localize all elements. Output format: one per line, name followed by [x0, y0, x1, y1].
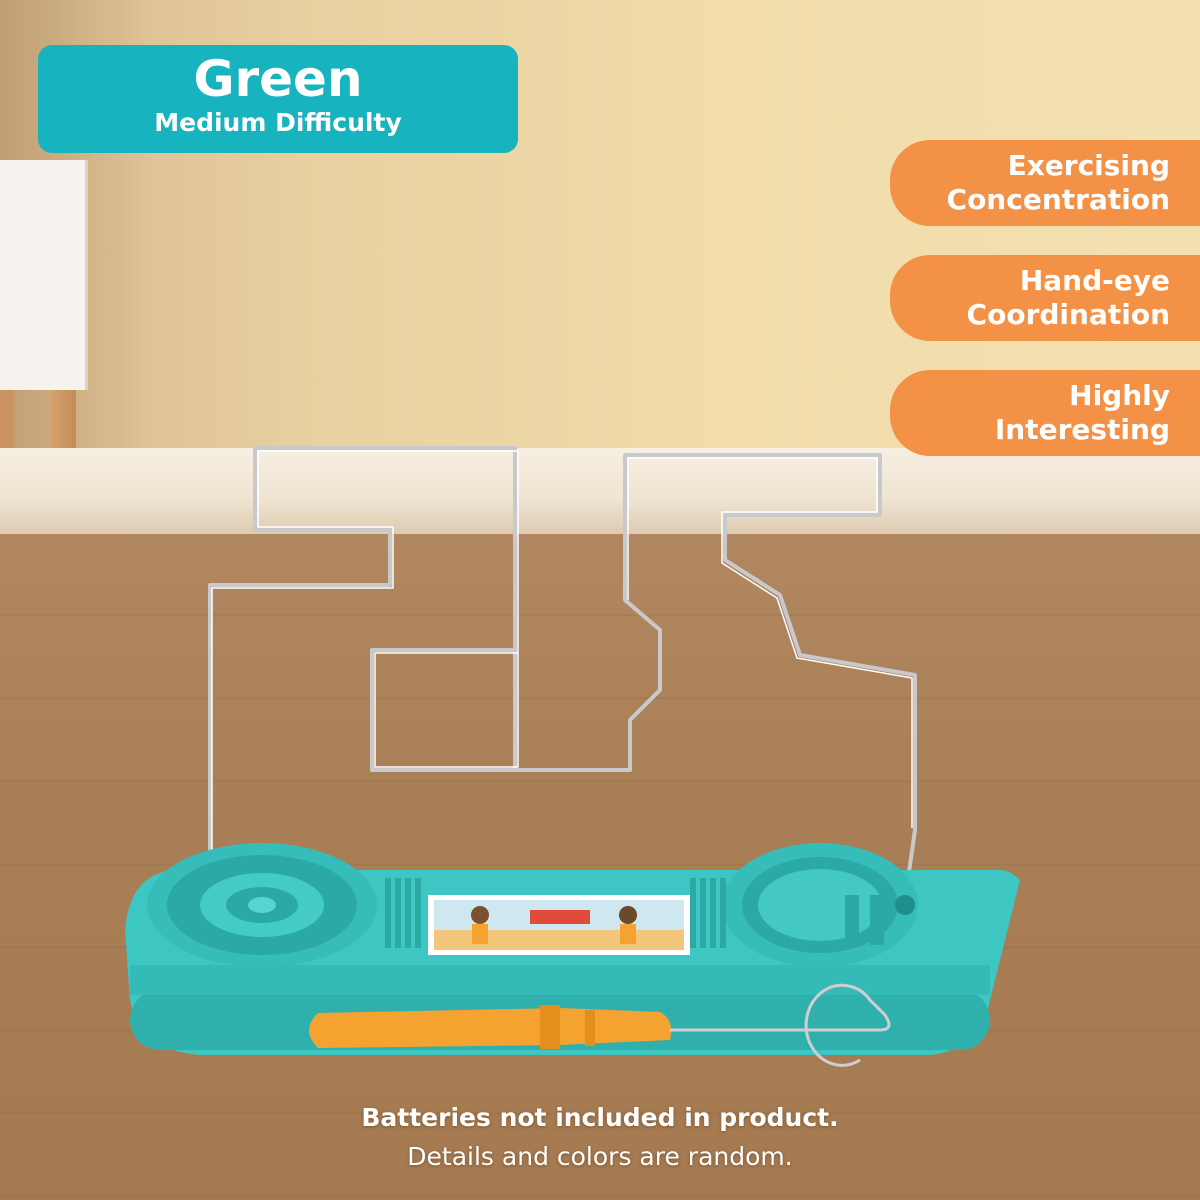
feature-line: Hand-eye	[1019, 264, 1170, 297]
feature-tag-interesting: Highly Interesting	[890, 370, 1200, 456]
toy-base-icon	[125, 843, 1020, 1055]
disclaimer-colors: Details and colors are random.	[407, 1142, 793, 1171]
color-name: Green	[193, 50, 363, 108]
side-table	[0, 160, 88, 390]
picture-panel-icon	[428, 895, 690, 955]
feature-tag-coordination: Hand-eye Coordination	[890, 255, 1200, 341]
feature-line: Highly	[1069, 379, 1170, 412]
wand-handle-icon	[309, 983, 891, 1067]
feature-tag-concentration: Exercising Concentration	[890, 140, 1200, 226]
disclaimer-batteries: Batteries not included in product.	[361, 1103, 839, 1132]
maze-wire-icon	[208, 446, 917, 901]
feature-line: Exercising	[1007, 149, 1170, 182]
difficulty-label: Medium Difficulty	[154, 108, 402, 137]
feature-line: Coordination	[966, 298, 1170, 331]
difficulty-badge: Green Medium Difficulty	[38, 45, 518, 153]
feature-line: Interesting	[994, 413, 1170, 446]
feature-line: Concentration	[946, 183, 1170, 216]
disclaimer: Batteries not included in product. Detai…	[0, 1098, 1200, 1176]
baseboard	[0, 448, 1200, 534]
